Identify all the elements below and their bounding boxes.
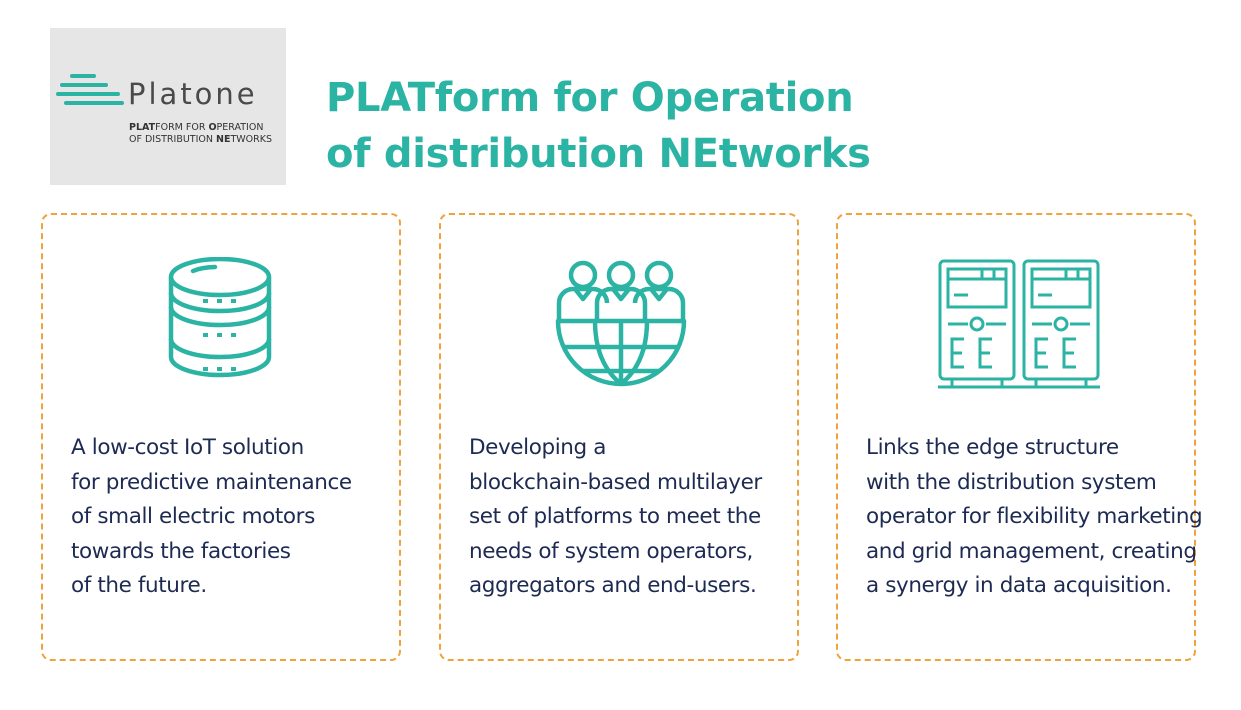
card-edge-structure-text: Links the edge structure with the distri… [866, 435, 1203, 598]
servers-icon [938, 259, 1100, 389]
title-line-2: of distribution NEtworks [326, 131, 871, 177]
card-iot-solution: A low-cost IoT solution for predictive m… [41, 213, 401, 661]
people-globe-icon [555, 260, 687, 387]
card-blockchain-platforms-text: Developing a blockchain-based multilayer… [469, 435, 762, 598]
database-icon [168, 257, 272, 378]
title-line-1: PLATform for Operation [326, 75, 854, 121]
platone-logo: Platone PLATFORM FOR OPERATION OF DISTRI… [50, 28, 286, 185]
logo-tagline: PLATFORM FOR OPERATION OF DISTRIBUTION N… [129, 122, 272, 145]
page-title: PLATform for Operation of distribution N… [326, 70, 871, 182]
card-blockchain-platforms: Developing a blockchain-based multilayer… [439, 213, 799, 661]
card-edge-structure: Links the edge structure with the distri… [836, 213, 1203, 661]
card-iot-solution-text: A low-cost IoT solution for predictive m… [71, 435, 352, 598]
logo-lines-icon [56, 74, 124, 105]
logo-name: Platone [128, 77, 258, 111]
